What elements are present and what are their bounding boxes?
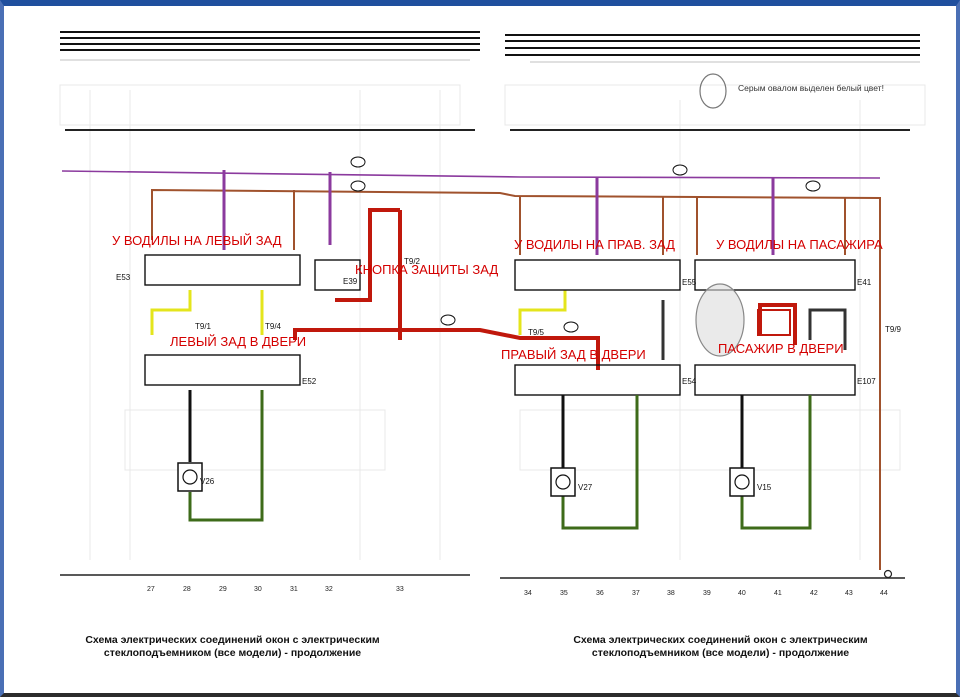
bottom-number: 41 (774, 590, 782, 597)
bottom-number: 39 (703, 590, 711, 597)
bottom-number: 29 (219, 586, 227, 593)
component-v15: V15 (757, 483, 772, 492)
top-bus-right (505, 34, 920, 56)
ghost-background (59, 84, 926, 560)
component-t9-9: T9/9 (885, 325, 902, 334)
white-wire-oval (695, 283, 745, 357)
caption-left-line2: стеклоподъемником (все модели) - продолж… (103, 647, 362, 659)
bottom-number: 43 (845, 590, 853, 597)
top-bus-left (60, 31, 480, 51)
legend-oval (699, 73, 727, 109)
switch-boxes (144, 254, 856, 396)
bottom-number: 31 (290, 586, 298, 593)
wire-black-motor (188, 390, 744, 468)
component-e55: E55 (682, 278, 697, 287)
bottom-number: 28 (183, 586, 191, 593)
component-e53: E53 (116, 273, 131, 282)
bottom-number: 37 (632, 590, 640, 597)
wire-violet-top (61, 170, 881, 179)
component-e39: E39 (343, 277, 358, 286)
bottom-number: 34 (524, 590, 532, 597)
legend-note: Серым овалом выделен белый цвет! (738, 83, 884, 93)
component-e41: E41 (857, 278, 872, 287)
bottom-number: 27 (147, 586, 155, 593)
label-left-rear-door: ЛЕВЫЙ ЗАД В ДВЕРИ (170, 334, 307, 349)
component-t9-4: T9/4 (265, 322, 282, 331)
label-driver-right-rear: У ВОДИЛЫ НА ПРАВ. ЗАД (514, 237, 675, 252)
caption-right: Схема электрических соединений окон с эл… (548, 634, 893, 660)
bottom-number: 33 (396, 586, 404, 593)
component-t9-1: T9/1 (195, 322, 212, 331)
label-rear-lock-button: КНОПКА ЗАЩИТЫ ЗАД (355, 262, 499, 277)
component-e52: E52 (302, 377, 317, 386)
wire-yellow (150, 290, 567, 335)
motors (177, 462, 755, 497)
wire-brown-bus (151, 188, 881, 570)
bottom-number: 38 (667, 590, 675, 597)
bottom-number: 30 (254, 586, 262, 593)
caption-right-line1: Схема электрических соединений окон с эл… (573, 634, 868, 646)
component-t9-2: T9/2 (404, 257, 421, 266)
red-highlight-square (757, 309, 791, 336)
label-driver-passenger: У ВОДИЛЫ НА ПАСАЖИРА (716, 237, 883, 252)
caption-left: Схема электрических соединений окон с эл… (60, 634, 405, 660)
component-v26: V26 (200, 477, 215, 486)
bottom-number: 40 (738, 590, 746, 597)
label-driver-left-rear: У ВОДИЛЫ НА ЛЕВЫЙ ЗАД (112, 233, 282, 248)
component-v27: V27 (578, 483, 593, 492)
bottom-number: 44 (880, 590, 888, 597)
wire-violet-verticals (222, 170, 775, 255)
wire-green-motor (188, 390, 812, 530)
bottom-number: 42 (810, 590, 818, 597)
bottom-number: 32 (325, 586, 333, 593)
component-e54: E54 (682, 377, 697, 386)
bottom-number: 35 (560, 590, 568, 597)
caption-left-line1: Схема электрических соединений окон с эл… (85, 634, 380, 646)
label-right-rear-door: ПРАВЫЙ ЗАД В ДВЕРИ (501, 347, 646, 362)
component-t9-5: T9/5 (528, 328, 545, 337)
caption-right-line2: стеклоподъемником (все модели) - продолж… (591, 647, 850, 659)
wire-red (293, 208, 797, 370)
bottom-number: 36 (596, 590, 604, 597)
label-passenger-door: ПАСАЖИР В ДВЕРИ (718, 341, 844, 356)
component-e107: E107 (857, 377, 876, 386)
